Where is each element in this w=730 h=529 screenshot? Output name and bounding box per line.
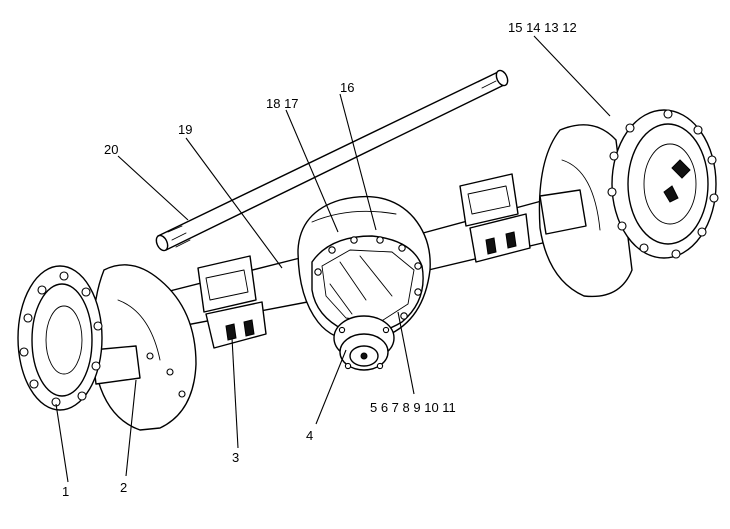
callout-1: 1 xyxy=(62,484,69,499)
left-hub-bolts xyxy=(19,271,103,407)
callout-12-15: 15 14 13 12 xyxy=(508,20,577,35)
callout-5-11: 5 6 7 8 9 10 11 xyxy=(370,400,456,415)
callout-19: 19 xyxy=(178,122,192,137)
callout-17-18: 18 17 xyxy=(266,96,299,111)
right-hub-bolts xyxy=(607,109,719,259)
spring-seat-right xyxy=(459,173,531,263)
cover-bolts xyxy=(314,236,422,320)
left-hub xyxy=(17,265,186,411)
leader-lines xyxy=(55,35,611,483)
callout-20: 20 xyxy=(104,142,118,157)
callout-16: 16 xyxy=(340,80,354,95)
spring-seat-left xyxy=(197,255,267,349)
input-flange xyxy=(333,315,395,371)
left-brake-drum xyxy=(91,264,197,431)
callout-3: 3 xyxy=(232,450,239,465)
callout-labels: 1 2 3 4 5 6 7 8 9 10 11 15 14 13 12 16 1… xyxy=(62,20,577,499)
right-hub xyxy=(607,109,719,259)
right-brake-drum xyxy=(538,124,633,298)
callout-4: 4 xyxy=(306,428,313,443)
half-shaft xyxy=(155,69,509,252)
callout-2: 2 xyxy=(120,480,127,495)
